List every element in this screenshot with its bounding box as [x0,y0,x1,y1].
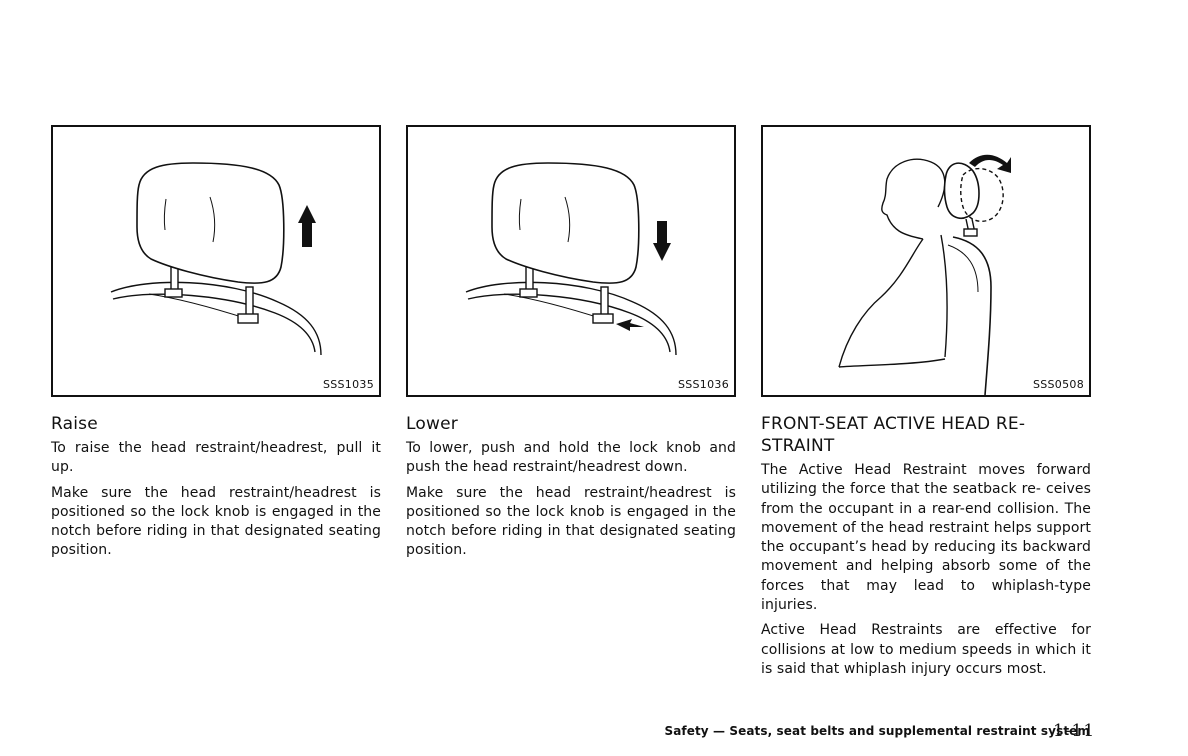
paragraph: To raise the head restraint/headrest, pu… [51,440,381,476]
section-heading: Lower [406,414,458,434]
figure-active-head-restraint: SSS0508 [761,125,1091,397]
paragraph: The Active Head Restraint moves forward … [761,462,1091,614]
section-active-head-restraint: SSS0508 FRONT-SEAT ACTIVE HEAD RE- STRAI… [761,125,1091,685]
paragraph: Make sure the head restraint/headrest is… [51,484,381,559]
footer-section-title: Safety — Seats, seat belts and supplemen… [664,724,1090,738]
paragraph: To lower, push and hold the lock knob an… [406,440,736,476]
section-raise: SSS1035 Raise To raise the head restrain… [51,125,381,567]
section-lower: SSS1036 Lower To lower, push and hold th… [406,125,736,567]
section-heading: Raise [51,414,98,434]
section-heading: FRONT-SEAT ACTIVE HEAD RE- STRAINT [761,414,1026,456]
paragraph: Active Head Restraints are effective for… [761,622,1091,677]
figure-lower-headrest: SSS1036 [406,125,736,397]
figure-raise-headrest: SSS1035 [51,125,381,397]
headrest-lower-illustration [465,162,677,356]
figure-code: SSS1035 [322,378,374,391]
headrest-raise-illustration [110,162,322,356]
occupant-headrest-illustration [838,154,1011,395]
page-number: 1-11 [1053,721,1096,741]
figure-code: SSS0508 [1032,378,1084,391]
paragraph: Make sure the head restraint/headrest is… [406,484,736,559]
figure-code: SSS1036 [677,378,729,391]
